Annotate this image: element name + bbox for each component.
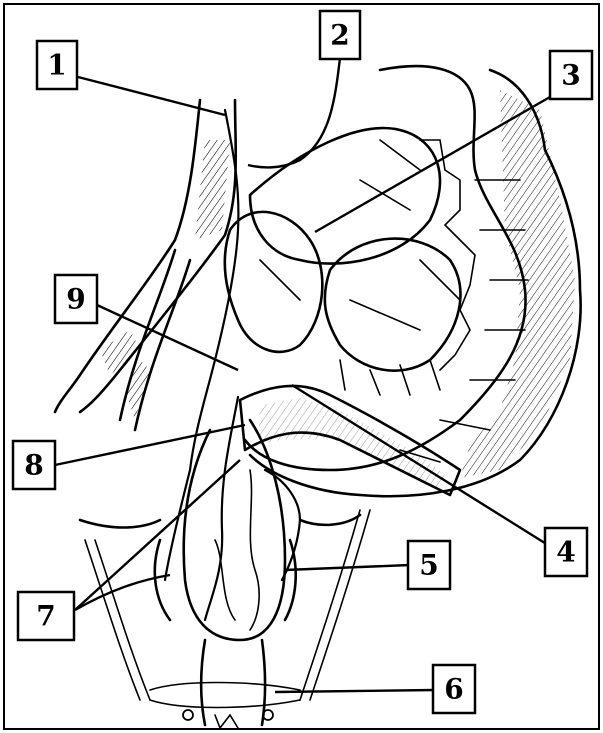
label-9: 9 bbox=[55, 275, 97, 323]
label-4-text: 4 bbox=[556, 536, 575, 569]
label-8-text: 8 bbox=[24, 449, 43, 482]
label-7-text: 7 bbox=[36, 600, 55, 633]
label-5-text: 5 bbox=[419, 549, 438, 582]
label-5: 5 bbox=[408, 541, 450, 589]
label-8: 8 bbox=[13, 441, 55, 489]
label-2: 2 bbox=[320, 11, 360, 59]
leader-1 bbox=[78, 77, 225, 115]
label-1: 1 bbox=[37, 41, 77, 89]
label-6-text: 6 bbox=[444, 673, 463, 706]
leader-8 bbox=[55, 425, 245, 465]
leader-lines bbox=[55, 58, 550, 692]
label-6: 6 bbox=[433, 665, 475, 713]
leader-2 bbox=[248, 58, 340, 167]
urethra bbox=[150, 640, 300, 728]
label-1-text: 1 bbox=[47, 49, 66, 82]
label-3: 3 bbox=[550, 51, 592, 99]
label-4: 4 bbox=[545, 528, 587, 576]
label-2-text: 2 bbox=[330, 19, 349, 52]
rectum bbox=[240, 386, 460, 495]
label-9-text: 9 bbox=[66, 283, 85, 316]
leader-5 bbox=[285, 565, 410, 570]
label-3-text: 3 bbox=[561, 59, 580, 92]
label-7: 7 bbox=[18, 592, 74, 640]
